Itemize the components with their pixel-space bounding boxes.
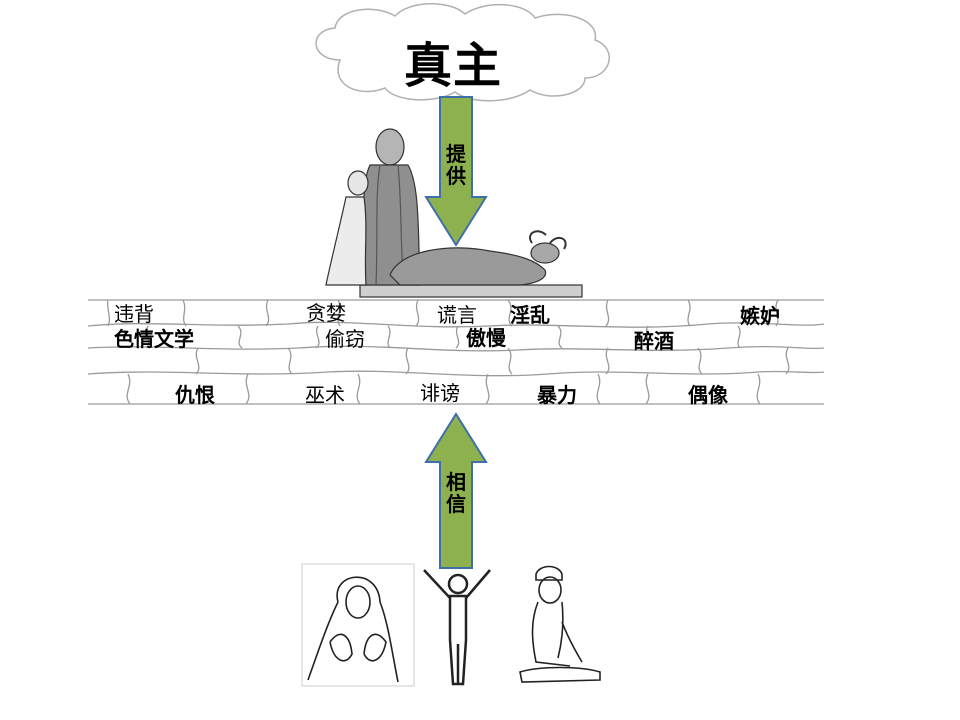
- sin-label: 色情文学: [114, 327, 194, 351]
- sin-label: 诽谤: [420, 381, 460, 405]
- cloud-title-god: 真主: [403, 38, 502, 94]
- sin-label: 贪婪: [306, 301, 346, 325]
- sin-label: 偶像: [688, 383, 728, 407]
- sin-label: 谎言: [437, 303, 477, 327]
- up-arrow-label: 相信: [446, 470, 466, 516]
- sin-label: 傲慢: [466, 326, 506, 350]
- down-arrow-label: 提供: [446, 142, 466, 188]
- cloud-shape: [315, 3, 610, 102]
- sin-label: 淫乱: [510, 303, 550, 327]
- sin-label: 嫉妒: [740, 304, 780, 328]
- sin-label: 偷窃: [325, 327, 365, 351]
- sin-label: 仇恨: [175, 383, 215, 407]
- sin-label: 违背: [114, 302, 154, 326]
- sacrifice-illustration: [325, 128, 583, 298]
- sin-label: 暴力: [537, 383, 577, 407]
- sin-label: 醉酒: [634, 329, 674, 353]
- down-arrow: [424, 96, 488, 247]
- up-arrow: [424, 412, 488, 569]
- sin-label: 巫术: [305, 383, 345, 407]
- believers-illustration: [301, 563, 601, 687]
- stone-wall: [88, 298, 824, 406]
